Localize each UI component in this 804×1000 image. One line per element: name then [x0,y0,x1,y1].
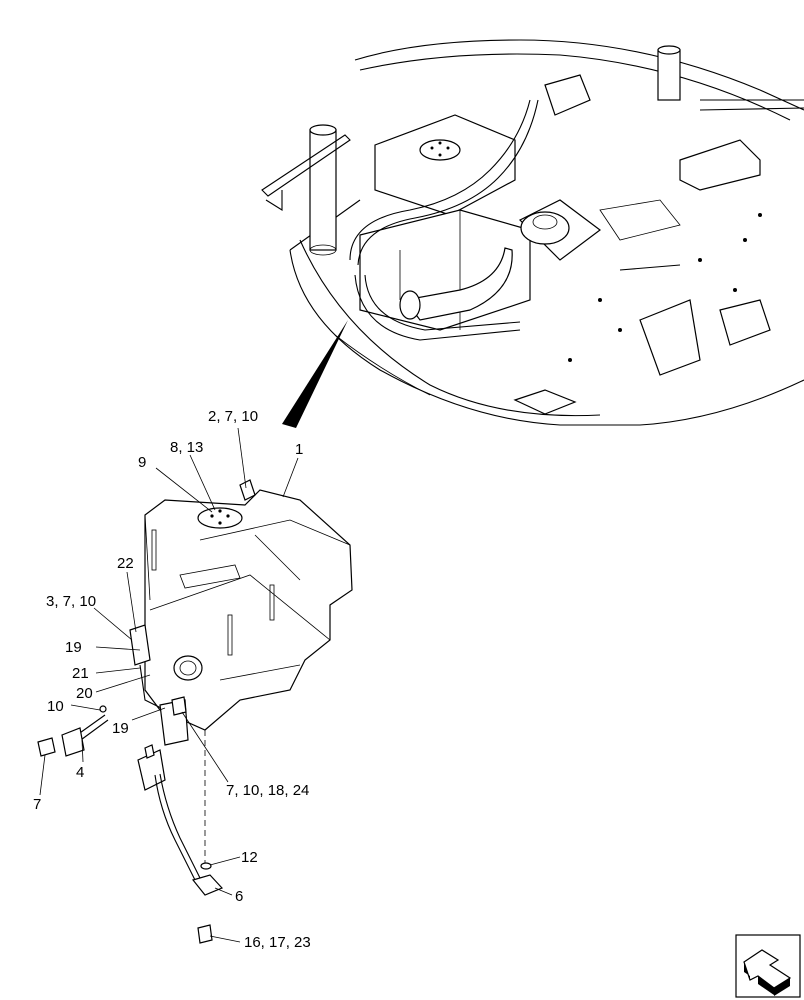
callout-3-7-10: 3, 7, 10 [46,593,96,610]
callout-10: 10 [47,698,64,715]
callout-2-7-10: 2, 7, 10 [208,408,258,425]
leader-lines [39,427,299,943]
callout-22: 22 [117,555,134,572]
fuel-tank [129,479,353,746]
callout-6: 6 [235,888,243,905]
next-page-arrow-icon[interactable] [735,934,801,998]
callout-7: 7 [33,796,41,813]
callout-7-10-18-24: 7, 10, 18, 24 [226,782,309,799]
callout-19-upper: 19 [65,639,82,656]
callout-8-13: 8, 13 [170,439,203,456]
callouts: 1 2, 7, 10 8, 13 9 22 3, 7, 10 19 21 20 … [33,408,311,951]
callout-16-17-23: 16, 17, 23 [244,934,311,951]
machine-frame-assembly [261,39,804,426]
filter-bracket [37,705,109,757]
callout-4: 4 [76,764,84,781]
callout-12: 12 [241,849,258,866]
callout-21: 21 [72,665,89,682]
callout-19-lower: 19 [112,720,129,737]
locator-arrow [282,320,348,428]
callout-1: 1 [295,441,303,458]
callout-20: 20 [76,685,93,702]
callout-9: 9 [138,454,146,471]
sender-unit [137,744,224,944]
